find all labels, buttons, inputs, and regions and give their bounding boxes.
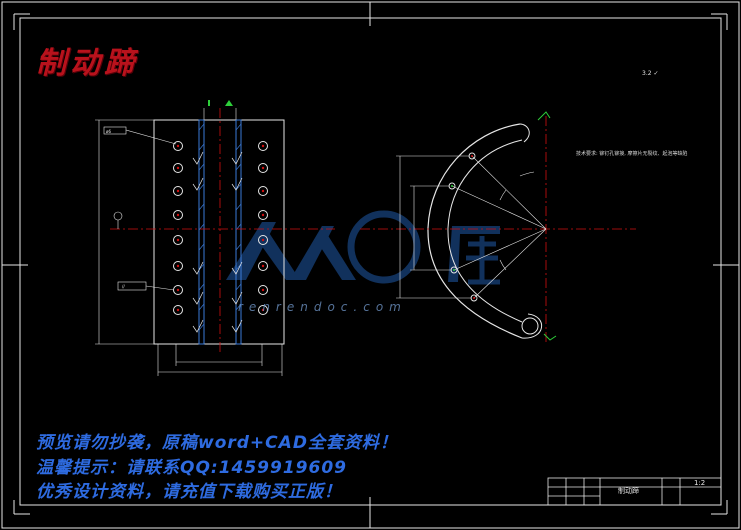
shoe-outer-arc [427, 123, 523, 339]
watermark-url: renrendoc.com [238, 300, 407, 314]
shoe-inner-arc [447, 139, 523, 323]
roughness-value: 3.2 [642, 70, 652, 77]
notice-line-2: 温馨提示：请联系QQ:1459919609 [36, 458, 347, 478]
shoe-bottom-end [521, 313, 543, 339]
title-block-scale: 1:2 [694, 479, 706, 487]
anchor-pin-hole [521, 317, 539, 335]
notice-line-1: 预览请勿抄袭，原稿word+CAD全套资料！ [36, 433, 398, 453]
section-markers [208, 100, 233, 106]
roughness-symbol: 3.2 ✓ [642, 70, 659, 77]
technical-requirements: 技术要求: 铆钉孔铆接, 摩擦片无裂纹、起泡等缺陷 [576, 151, 688, 157]
shoe-plan-view: ø6 // [95, 100, 335, 376]
web-left [198, 119, 205, 345]
rivet-hole-centres [176, 144, 265, 312]
label-tolerance-frame: // [122, 284, 125, 289]
shoe-plan-outline [153, 119, 285, 345]
shoe-side-view [360, 111, 636, 342]
rivet-holes [173, 141, 268, 315]
surface-marks [192, 151, 243, 333]
notice-line-3: 优秀设计资料，请充值下载购买正版！ [36, 482, 342, 502]
title-block-part-name: 制动蹄 [618, 487, 639, 495]
label-rivet-hole: ø6 [106, 129, 111, 134]
drawing-title: 制动蹄 [36, 46, 138, 81]
title-block [547, 477, 722, 506]
plan-dimensions [95, 108, 283, 376]
watermark-logo [226, 210, 500, 285]
side-rivet-holes [448, 152, 478, 302]
side-dimensions [396, 155, 472, 299]
web-right [235, 119, 242, 345]
section-cut-marks [537, 111, 557, 341]
radial-lines [451, 155, 547, 299]
shoe-top-end [519, 123, 530, 143]
